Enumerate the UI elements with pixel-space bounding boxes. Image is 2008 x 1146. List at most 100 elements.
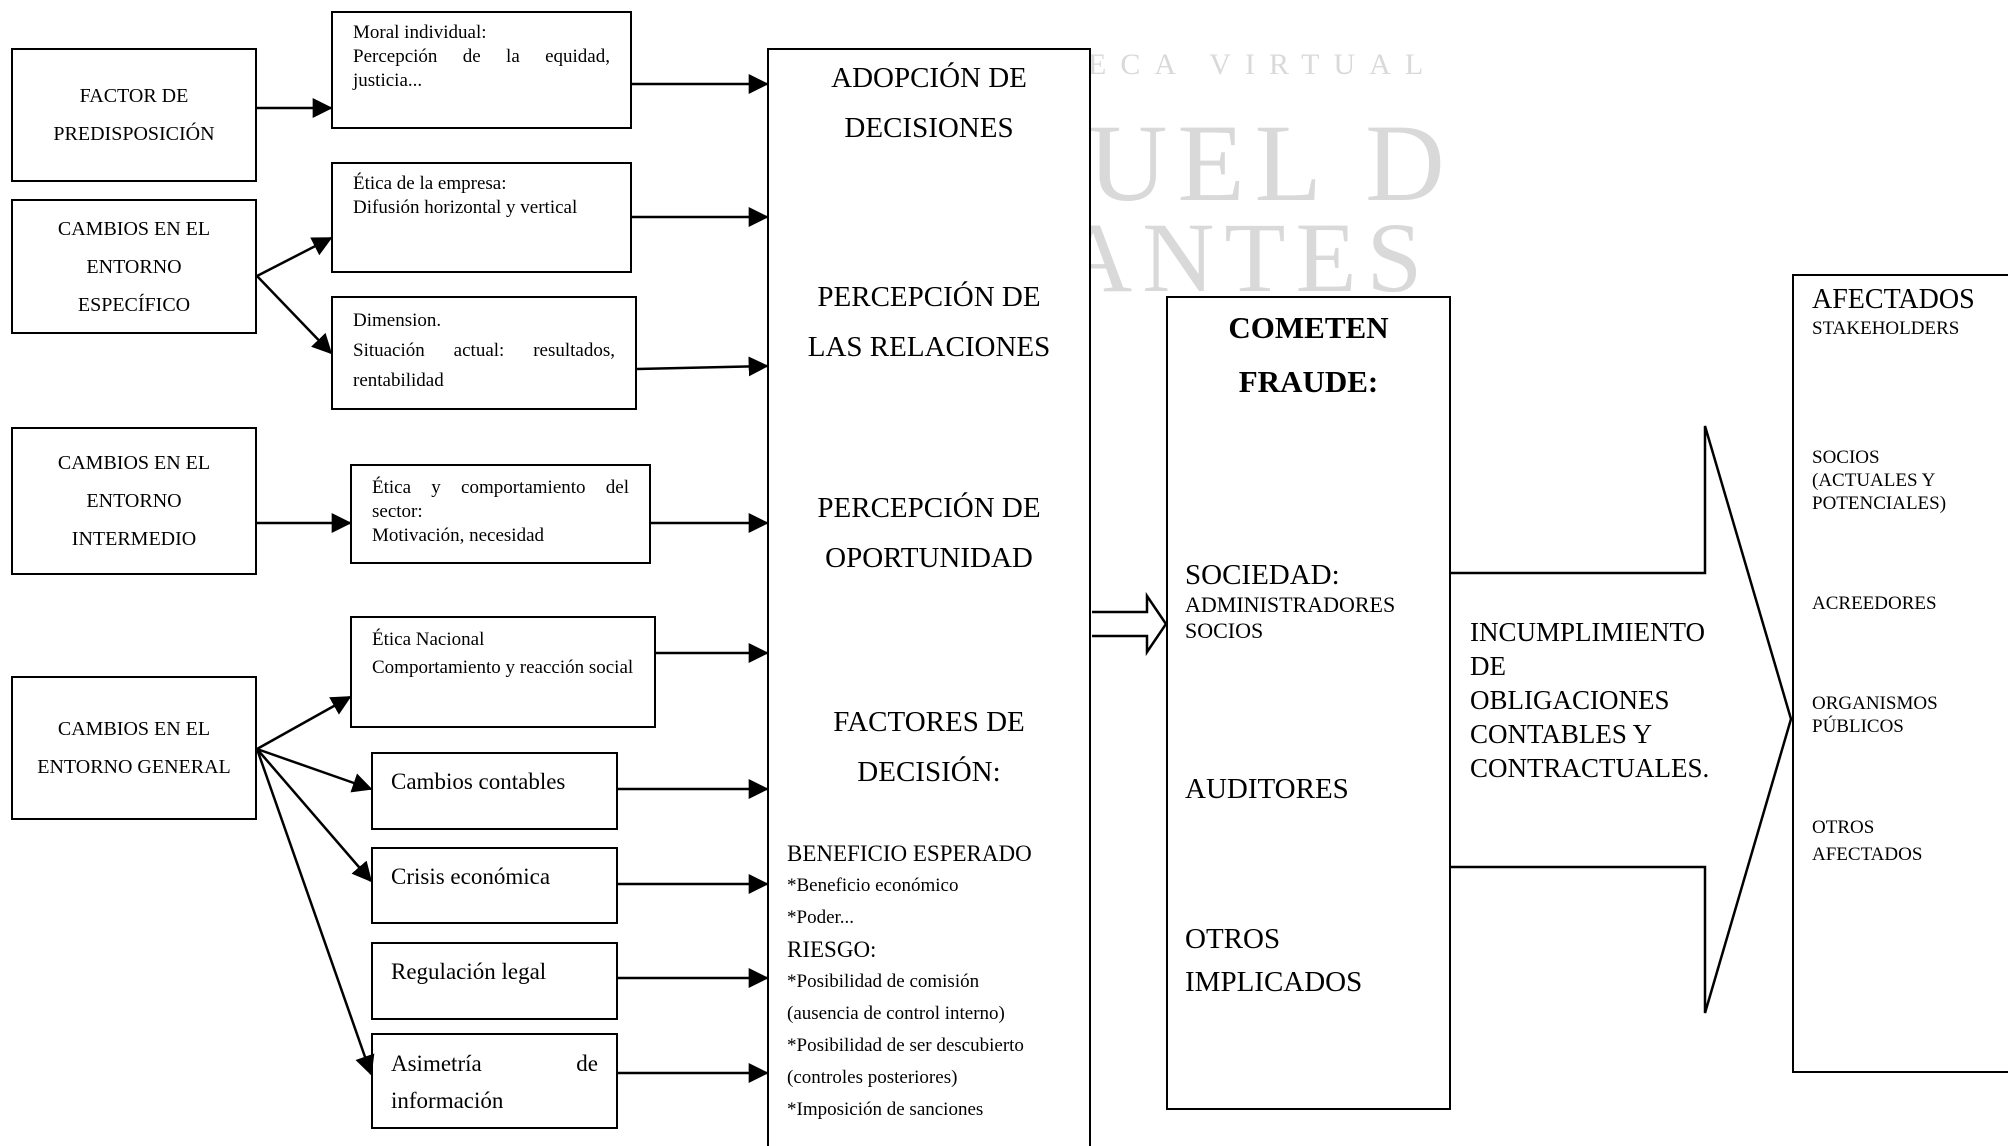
incumplimiento-line-2: DE bbox=[1470, 651, 1506, 681]
factor-general-line-2: ENTORNO GENERAL bbox=[37, 756, 231, 778]
decisiones-box: ADOPCIÓN DE DECISIONES PERCEPCIÓN DE LAS… bbox=[767, 48, 1091, 1146]
factor-especifico-line-1: CAMBIOS EN EL bbox=[57, 217, 211, 240]
watermark-line-3: ANTES bbox=[1060, 202, 1433, 313]
cambios-contables-label: Cambios contables bbox=[391, 769, 566, 794]
factor-intermedio-line-3: INTERMEDIO bbox=[71, 528, 197, 550]
factor-predisposicion-line-2: PREDISPOSICIÓN bbox=[53, 123, 215, 145]
dimension-title: Dimension. bbox=[353, 310, 442, 331]
administradores-label: ADMINISTRADORES bbox=[1185, 592, 1396, 617]
factor-general-line-1: CAMBIOS EN EL bbox=[57, 718, 211, 740]
arrow-especifico-to-dimension bbox=[256, 275, 333, 355]
arrow-general-to-crisis bbox=[256, 748, 373, 883]
riesgo-item: (controles posteriores) bbox=[787, 1067, 958, 1088]
factor-especifico-line-3: ESPECÍFICO bbox=[77, 293, 191, 316]
factor-predisposicion-box: FACTOR DE PREDISPOSICIÓN bbox=[11, 48, 257, 182]
arrow-general-to-cambios-contables bbox=[256, 747, 373, 793]
etica-nacional-text: Comportamiento y reacción social bbox=[372, 657, 634, 678]
riesgo-item: *Posibilidad de ser descubierto bbox=[787, 1035, 1024, 1056]
socios-line-3: POTENCIALES) bbox=[1812, 493, 1947, 514]
adopcion-line-2: DECISIONES bbox=[844, 112, 1014, 144]
stakeholders-subtitle: STAKEHOLDERS bbox=[1812, 318, 1960, 339]
dimension-box: Dimension. Situación actual: resultados,… bbox=[331, 296, 637, 410]
socios-line-2: (ACTUALES Y bbox=[1812, 470, 1936, 491]
etica-sector-box: Ética y comportamiento del sector: Motiv… bbox=[350, 464, 651, 564]
cometen-fraude-title: COMETEN FRAUDE: bbox=[1168, 301, 1449, 409]
sociedad-group: SOCIEDAD: ADMINISTRADORES SOCIOS bbox=[1185, 558, 1450, 644]
percepcion-relaciones-heading: PERCEPCIÓN DE LAS RELACIONES bbox=[769, 272, 1089, 372]
dimension-text: Situación actual: resultados, rentabilid… bbox=[353, 340, 615, 391]
otros-afectados-line-1: OTROS bbox=[1812, 817, 1875, 838]
percepcion-oportunidad-heading: PERCEPCIÓN DE OPORTUNIDAD bbox=[769, 483, 1089, 583]
cambios-contables-box: Cambios contables bbox=[371, 752, 618, 830]
crisis-economica-label: Crisis económica bbox=[391, 864, 551, 889]
incumplimiento-line-4: CONTABLES Y bbox=[1470, 719, 1653, 749]
etica-nacional-title: Ética Nacional bbox=[372, 629, 485, 650]
beneficio-esperado-title: BENEFICIO ESPERADO bbox=[787, 841, 1032, 866]
afectados-box: AFECTADOS STAKEHOLDERS SOCIOS (ACTUALES … bbox=[1792, 274, 2008, 1073]
incumplimiento-line-5: CONTRACTUALES. bbox=[1470, 753, 1710, 783]
oportunidad-line-1: PERCEPCIÓN DE bbox=[817, 492, 1041, 524]
factor-especifico-line-2: ENTORNO bbox=[86, 255, 182, 278]
adopcion-line-1: ADOPCIÓN DE bbox=[831, 62, 1027, 94]
incumplimiento-line-3: OBLIGACIONES bbox=[1470, 685, 1670, 715]
sociedad-label: SOCIEDAD: bbox=[1185, 559, 1340, 591]
watermark-line-1: ECA VIRTUAL bbox=[1088, 48, 1438, 81]
socios-line-1: SOCIOS bbox=[1812, 447, 1880, 468]
arrow-especifico-to-etica-empresa bbox=[256, 236, 333, 278]
factores-line-1: FACTORES DE bbox=[833, 706, 1025, 738]
factores-decision-heading: FACTORES DE DECISIÓN: bbox=[769, 697, 1089, 797]
cometen-line: COMETEN bbox=[1228, 310, 1389, 345]
otros-implicados-group: OTROS IMPLICADOS bbox=[1185, 918, 1362, 1004]
asimetria-informacion-label: Asimetría de información bbox=[391, 1051, 598, 1113]
relaciones-line-2: LAS RELACIONES bbox=[807, 331, 1051, 363]
oportunidad-line-2: OPORTUNIDAD bbox=[825, 542, 1033, 574]
etica-empresa-text: Difusión horizontal y vertical bbox=[353, 197, 578, 218]
auditores-label: AUDITORES bbox=[1185, 773, 1349, 805]
etica-empresa-title: Ética de la empresa: bbox=[353, 173, 507, 194]
moral-individual-box: Moral individual: Percepción de la equid… bbox=[331, 11, 632, 129]
riesgo-item: (ausencia de control interno) bbox=[787, 1003, 1005, 1024]
factor-intermedio-line-1: CAMBIOS EN EL bbox=[57, 452, 211, 474]
otros-line: OTROS bbox=[1185, 923, 1281, 955]
moral-individual-title: Moral individual: bbox=[353, 22, 487, 43]
otros-afectados-line-2: AFECTADOS bbox=[1812, 844, 1923, 865]
decision-factors-list: BENEFICIO ESPERADO *Beneficio económico … bbox=[787, 838, 1087, 1126]
beneficio-item: *Beneficio económico bbox=[787, 875, 959, 896]
watermark-line-2: UEL D bbox=[1088, 102, 1455, 224]
riesgo-item: *Imposición de sanciones bbox=[787, 1099, 984, 1120]
etica-sector-text: Motivación, necesidad bbox=[372, 525, 545, 546]
incumplimiento-text: INCUMPLIMIENTO DE OBLIGACIONES CONTABLES… bbox=[1470, 615, 1732, 785]
arrow-general-to-asimetria bbox=[255, 748, 375, 1076]
moral-individual-text: Percepción de la equidad, justicia... bbox=[353, 46, 610, 91]
otros-afectados-group: OTROS AFECTADOS bbox=[1812, 814, 1922, 868]
factor-entorno-general-box: CAMBIOS EN EL ENTORNO GENERAL bbox=[11, 676, 257, 820]
regulacion-legal-label: Regulación legal bbox=[391, 959, 547, 984]
organismos-line-1: ORGANISMOS bbox=[1812, 693, 1938, 714]
acreedores-label: ACREEDORES bbox=[1812, 593, 1937, 614]
incumplimiento-line-1: INCUMPLIMIENTO bbox=[1470, 617, 1705, 647]
organismos-group: ORGANISMOS PÚBLICOS bbox=[1812, 692, 1938, 738]
socios-group: SOCIOS (ACTUALES Y POTENCIALES) bbox=[1812, 446, 1946, 515]
beneficio-item: *Poder... bbox=[787, 907, 855, 928]
etica-sector-title: Ética y comportamiento del sector: bbox=[372, 477, 629, 522]
block-arrow-central-to-fraude bbox=[1092, 591, 1168, 657]
riesgo-item: *Posibilidad de comisión bbox=[787, 971, 980, 992]
arrow-dimension-to-central bbox=[636, 356, 769, 377]
crisis-economica-box: Crisis económica bbox=[371, 847, 618, 924]
relaciones-line-1: PERCEPCIÓN DE bbox=[817, 281, 1041, 313]
implicados-line: IMPLICADOS bbox=[1185, 966, 1363, 998]
riesgo-title: RIESGO: bbox=[787, 937, 877, 962]
afectados-title: AFECTADOS bbox=[1812, 284, 1975, 315]
factor-predisposicion-line-1: FACTOR DE bbox=[79, 85, 189, 107]
arrow-general-to-etica-nacional bbox=[256, 695, 352, 751]
cometen-fraude-box: COMETEN FRAUDE: SOCIEDAD: ADMINISTRADORE… bbox=[1166, 296, 1451, 1110]
regulacion-legal-box: Regulación legal bbox=[371, 942, 618, 1020]
fraude-line: FRAUDE: bbox=[1238, 364, 1379, 399]
factor-intermedio-line-2: ENTORNO bbox=[86, 490, 182, 512]
factores-line-2: DECISIÓN: bbox=[857, 756, 1001, 788]
etica-nacional-box: Ética Nacional Comportamiento y reacción… bbox=[350, 616, 656, 728]
factor-entorno-intermedio-box: CAMBIOS EN EL ENTORNO INTERMEDIO bbox=[11, 427, 257, 575]
organismos-line-2: PÚBLICOS bbox=[1812, 716, 1904, 737]
adopcion-decisiones-heading: ADOPCIÓN DE DECISIONES bbox=[769, 53, 1089, 153]
